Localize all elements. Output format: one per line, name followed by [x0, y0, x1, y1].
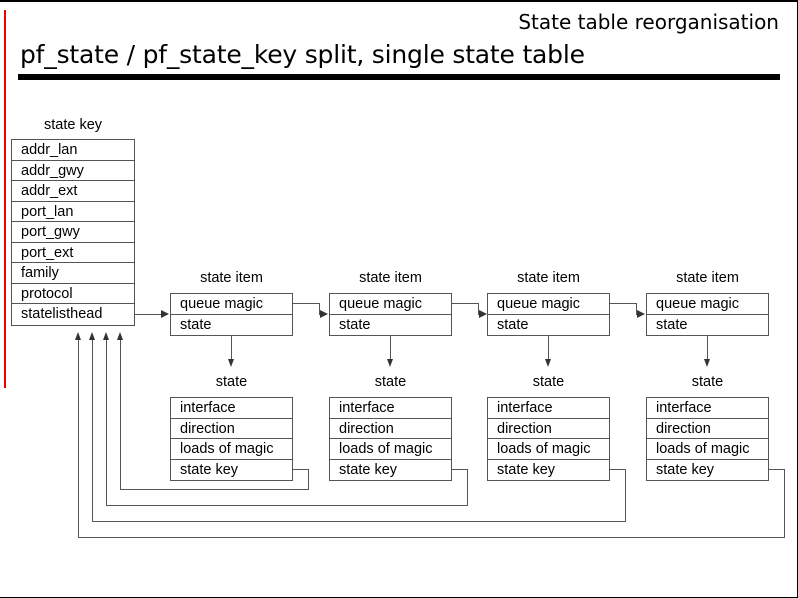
state-struct-2: interface direction loads of magic state…	[329, 397, 452, 481]
slide-kicker: State table reorganisation	[518, 10, 779, 34]
backref-3-drop	[625, 469, 626, 521]
connector-item1-to-item2-drop	[319, 303, 320, 314]
state-key-struct: addr_lan addr_gwy addr_ext port_lan port…	[11, 139, 135, 326]
state-field-interface-4: interface	[647, 398, 768, 419]
red-accent-bar	[4, 10, 6, 388]
state-item-struct-2: queue magic state	[329, 293, 452, 336]
connector-item3-to-item4-top	[610, 303, 637, 304]
connector-item2-to-item3-top	[452, 303, 479, 304]
state-struct-4: interface direction loads of magic state…	[646, 397, 769, 481]
connector-item3-to-item4-drop	[636, 303, 637, 314]
connector-statelisthead-to-item1	[135, 314, 162, 315]
state-field-loads-of-magic-1: loads of magic	[171, 439, 292, 460]
state-item-field-state-3: state	[497, 316, 529, 333]
backref-1-rise	[120, 339, 121, 489]
state-struct-1: interface direction loads of magic state…	[170, 397, 293, 481]
state-struct-caption-3: state	[532, 374, 565, 390]
state-key-field-port-ext: port_ext	[12, 243, 134, 263]
state-field-state-key-2: state key	[339, 461, 398, 478]
state-key-field-family: family	[12, 263, 134, 284]
connector-item3-to-state3	[548, 335, 549, 361]
arrow-item1-to-state1	[228, 359, 234, 367]
state-field-state-key-3: state key	[497, 461, 556, 478]
state-key-field-protocol: protocol	[12, 284, 134, 304]
state-key-field-port-lan: port_lan	[12, 202, 134, 222]
arrow-item3-to-state3	[545, 359, 551, 367]
state-field-interface-3: interface	[488, 398, 609, 419]
state-item-caption-2: state item	[359, 270, 422, 286]
state-field-interface-1: interface	[171, 398, 292, 419]
backref-3-return	[92, 521, 626, 522]
connector-item1-to-state1	[231, 335, 232, 361]
arrow-backref-3	[89, 332, 95, 340]
backref-2-out	[452, 469, 468, 470]
state-key-field-statelisthead: statelisthead	[21, 306, 103, 322]
state-struct-caption-4: state	[691, 374, 724, 390]
arrow-item2-to-state2	[387, 359, 393, 367]
state-item-caption-1: state item	[200, 270, 263, 286]
state-struct-caption-1: state	[215, 374, 248, 390]
state-field-direction-1: direction	[171, 419, 292, 439]
state-item-field-queue-magic-2: queue magic	[330, 294, 451, 315]
state-item-field-queue-magic-3: queue magic	[488, 294, 609, 315]
state-item-field-state-4: state	[656, 316, 688, 333]
state-field-direction-4: direction	[647, 419, 768, 439]
state-item-field-state-1: state	[180, 316, 212, 333]
backref-3-out	[610, 469, 626, 470]
state-field-loads-of-magic-3: loads of magic	[488, 439, 609, 460]
state-key-field-addr-gwy: addr_gwy	[12, 161, 134, 181]
state-struct-3: interface direction loads of magic state…	[487, 397, 610, 481]
arrow-item2-to-item3	[479, 310, 487, 318]
state-struct-caption-2: state	[374, 374, 407, 390]
backref-1-return	[120, 489, 309, 490]
backref-2-rise	[106, 339, 107, 505]
state-key-field-addr-ext: addr_ext	[12, 181, 134, 202]
state-item-struct-1: queue magic state	[170, 293, 293, 336]
title-underline-rule	[18, 74, 780, 80]
backref-4-out	[769, 469, 785, 470]
backref-3-rise	[92, 339, 93, 521]
state-field-interface-2: interface	[330, 398, 451, 419]
state-field-direction-2: direction	[330, 419, 451, 439]
state-field-state-key-4: state key	[656, 461, 715, 478]
backref-1-drop	[308, 469, 309, 489]
arrow-item4-to-state4	[704, 359, 710, 367]
state-key-caption: state key	[43, 117, 103, 133]
arrow-backref-1	[117, 332, 123, 340]
state-key-field-addr-lan: addr_lan	[12, 140, 134, 161]
backref-4-drop	[784, 469, 785, 537]
connector-item2-to-item3-drop	[478, 303, 479, 314]
state-item-caption-4: state item	[676, 270, 739, 286]
backref-4-rise	[78, 339, 79, 537]
state-key-field-port-gwy: port_gwy	[12, 222, 134, 243]
arrow-statelisthead-to-item1	[161, 310, 169, 318]
state-item-field-queue-magic-1: queue magic	[171, 294, 292, 315]
state-item-struct-3: queue magic state	[487, 293, 610, 336]
state-item-caption-3: state item	[517, 270, 580, 286]
arrow-backref-2	[103, 332, 109, 340]
state-item-field-queue-magic-4: queue magic	[647, 294, 768, 315]
state-field-state-key-1: state key	[180, 461, 239, 478]
state-field-direction-3: direction	[488, 419, 609, 439]
state-field-loads-of-magic-2: loads of magic	[330, 439, 451, 460]
slide-title: pf_state / pf_state_key split, single st…	[20, 40, 585, 69]
backref-2-return	[106, 505, 468, 506]
state-item-struct-4: queue magic state	[646, 293, 769, 336]
arrow-backref-4	[75, 332, 81, 340]
backref-4-return	[78, 537, 785, 538]
state-item-field-state-2: state	[339, 316, 371, 333]
backref-1-out	[293, 469, 309, 470]
connector-item1-to-item2-top	[293, 303, 320, 304]
arrow-item3-to-item4	[637, 310, 645, 318]
connector-item2-to-state2	[390, 335, 391, 361]
connector-item4-to-state4	[707, 335, 708, 361]
state-field-loads-of-magic-4: loads of magic	[647, 439, 768, 460]
arrow-item1-to-item2	[320, 310, 328, 318]
backref-2-drop	[467, 469, 468, 505]
